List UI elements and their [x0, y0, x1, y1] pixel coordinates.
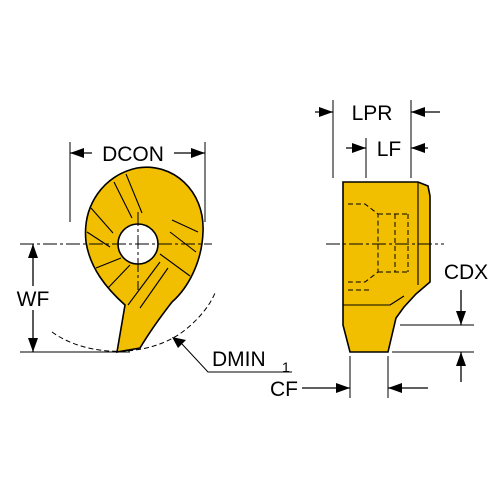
lpr-arrow-left [319, 107, 333, 117]
wf-arrow-bottom [28, 338, 38, 352]
lf-label: LF [377, 138, 402, 161]
dmin-label: DMIN [212, 348, 266, 371]
dcon-label-bg [92, 141, 174, 165]
wf-label: WF [17, 288, 50, 311]
side-edge [389, 295, 405, 306]
facet-line [125, 173, 143, 214]
dcon-arrow-left [70, 148, 84, 158]
cf-label: CF [270, 378, 298, 401]
cdx-arrow-top [456, 311, 466, 325]
dcon-arrow-right [191, 148, 205, 158]
front-view: DCON WF DMIN 1 [12, 141, 292, 375]
dmin-leader [181, 343, 292, 373]
lpr-label: LPR [352, 102, 393, 125]
facet-line [107, 264, 131, 289]
cf-arrow-right [388, 383, 402, 393]
wf-label-bg [12, 286, 56, 310]
facet-line [139, 267, 169, 309]
wf-arrow-top [28, 244, 38, 258]
lf-arrow-right [411, 143, 425, 153]
side-insert-body [342, 181, 431, 353]
facet-line [159, 253, 191, 277]
dmin-label-subscript: 1 [282, 359, 290, 375]
lpr-arrow-right [411, 107, 425, 117]
facet-line [169, 231, 197, 253]
facet-line [171, 219, 199, 233]
dmin-arc [51, 292, 216, 352]
facet-line [90, 207, 114, 234]
dcon-label: DCON [102, 143, 164, 166]
facet-line [95, 257, 122, 269]
facet-line [113, 181, 133, 219]
lf-arrow-left [352, 143, 366, 153]
side-view: LPR LF CDX CF [270, 100, 488, 401]
cdx-arrow-bottom [456, 352, 466, 366]
cf-arrow-left [336, 383, 350, 393]
cdx-label: CDX [444, 261, 488, 284]
facet-line [127, 261, 161, 306]
dmin-arrow [172, 337, 186, 348]
